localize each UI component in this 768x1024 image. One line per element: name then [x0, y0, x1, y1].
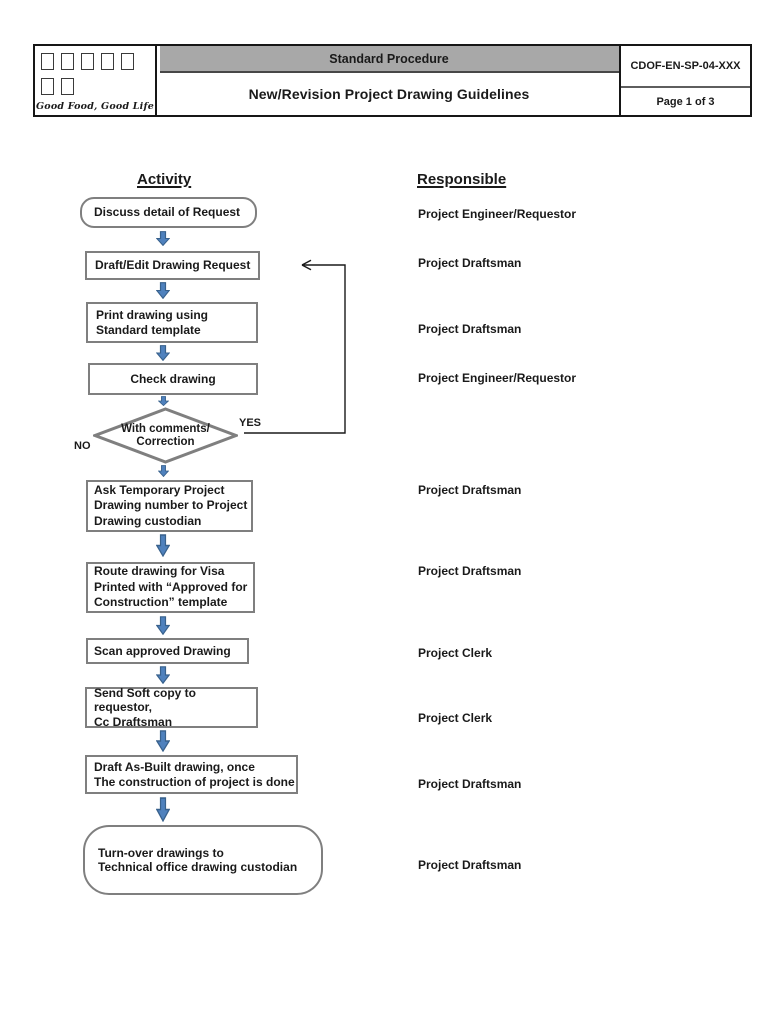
feedback-loop-arrow	[244, 259, 346, 434]
page-number: Page 1 of 3	[656, 95, 715, 108]
responsible-label: Project Clerk	[418, 711, 493, 725]
flow-process-ask-temp-number: Ask Temporary Project Drawing number to …	[86, 480, 253, 532]
activity-column-header: Activity	[137, 171, 192, 188]
decision-diamond-shape	[93, 407, 238, 464]
flow-arrow-down-icon	[156, 345, 170, 361]
responsible-label: Project Engineer/Requestor	[418, 371, 577, 385]
responsible-label: Project Draftsman	[418, 322, 522, 336]
responsible-label: Project Engineer/Requestor	[418, 207, 577, 221]
logo-placeholder-square	[101, 53, 114, 70]
flow-process-draft-edit-request: Draft/Edit Drawing Request	[85, 251, 260, 280]
header-middle-cell: Standard Procedure New/Revision Project …	[159, 46, 619, 115]
decision-no-label: NO	[74, 440, 91, 452]
flow-arrow-down-icon	[156, 282, 170, 299]
flow-arrow-down-icon	[156, 231, 170, 246]
flow-arrow-down-icon	[156, 666, 170, 684]
logo-placeholder-square	[121, 53, 134, 70]
flow-arrow-down-icon	[156, 534, 170, 557]
responsible-label: Project Draftsman	[418, 858, 522, 872]
flow-process-send-soft-copy: Send Soft copy to requestor, Cc Draftsma…	[85, 686, 258, 729]
flow-arrow-down-icon	[158, 465, 169, 477]
decision-label: With comments/ Correction	[121, 422, 210, 448]
logo-placeholder-square	[41, 78, 54, 95]
document-code: CDOF-EN-SP-04-XXX	[621, 46, 750, 88]
header-banner: Standard Procedure	[159, 46, 619, 73]
responsible-label: Project Draftsman	[418, 483, 522, 497]
flow-process-draft-as-built: Draft As-Built drawing, once The constru…	[85, 755, 298, 794]
flow-arrow-down-icon	[156, 616, 170, 635]
logo-placeholder-square	[61, 53, 74, 70]
flow-process-route-for-visa: Route drawing for Visa Printed with “App…	[86, 562, 255, 613]
logo-placeholder-row	[41, 78, 74, 95]
flow-terminator-turn-over: Turn-over drawings to Technical office d…	[83, 825, 323, 895]
flow-decision-with-comments: With comments/ Correction	[93, 407, 238, 464]
responsible-label: Project Draftsman	[418, 777, 522, 791]
logo-tagline: Good Food, Good Life	[35, 101, 155, 112]
header-right-cell: CDOF-EN-SP-04-XXX Page 1 of 3	[619, 46, 750, 115]
flow-process-scan-approved: Scan approved Drawing	[86, 638, 249, 664]
logo-placeholder-square	[41, 53, 54, 70]
flow-arrow-down-icon	[156, 730, 170, 752]
logo-cell: Good Food, Good Life	[35, 46, 157, 115]
responsible-label: Project Draftsman	[418, 564, 522, 578]
flow-arrow-down-icon	[156, 797, 170, 822]
flow-process-check-drawing: Check drawing	[88, 363, 258, 395]
responsible-label: Project Clerk	[418, 646, 493, 660]
logo-placeholder-square	[81, 53, 94, 70]
flow-terminator-discuss-detail: Discuss detail of Request	[80, 197, 257, 228]
flow-arrow-down-icon	[158, 396, 169, 406]
document-title: New/Revision Project Drawing Guidelines	[248, 86, 530, 102]
logo-placeholder-row	[41, 53, 134, 70]
responsible-column-header: Responsible	[417, 171, 507, 188]
responsible-label: Project Draftsman	[418, 256, 522, 270]
logo-placeholder-square	[61, 78, 74, 95]
flow-process-print-drawing: Print drawing using Standard template	[86, 302, 258, 343]
document-header-table: Good Food, Good Life Standard Procedure …	[33, 44, 752, 117]
decision-yes-label: YES	[239, 417, 262, 429]
